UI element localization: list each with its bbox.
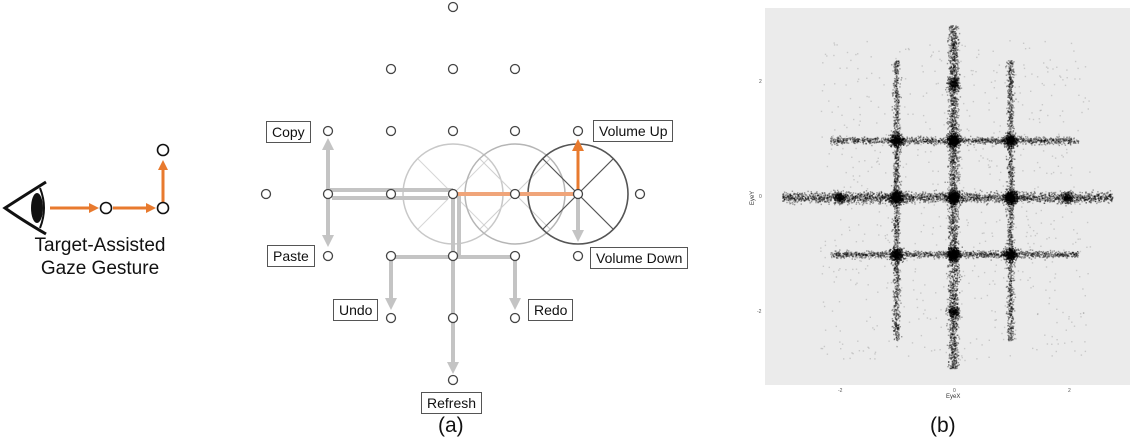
panel-a-diagram <box>260 1 646 386</box>
gesture-caption: Target-Assisted Gaze Gesture <box>0 234 200 280</box>
label-paste: Paste <box>267 245 315 267</box>
y-tick-0: 0 <box>759 194 762 200</box>
label-redo: Redo <box>528 299 574 321</box>
x-tick-neg2: -2 <box>838 388 843 394</box>
eye-icon <box>2 180 47 236</box>
gesture-arrows <box>50 160 168 213</box>
y-axis-title: EyeY <box>750 190 757 206</box>
y-tick-neg2: -2 <box>757 309 762 315</box>
panel-a-label: (a) <box>438 414 464 437</box>
caption-line-1: Target-Assisted <box>34 235 166 256</box>
label-undo: Undo <box>333 299 379 321</box>
label-copy: Copy <box>266 121 311 143</box>
scatter-plot-background <box>765 8 1130 385</box>
label-refresh: Refresh <box>421 392 483 414</box>
label-volume-up: Volume Up <box>593 120 674 142</box>
y-tick-2: 2 <box>759 79 762 85</box>
label-volume-down: Volume Down <box>590 247 689 269</box>
x-tick-0: 0 <box>953 388 956 394</box>
x-axis-title: EyeX <box>946 394 961 400</box>
x-tick-2: 2 <box>1068 388 1071 394</box>
gesture-targets <box>99 143 170 215</box>
scatter-points <box>782 25 1114 370</box>
caption-line-2: Gaze Gesture <box>40 258 160 279</box>
panel-b-label: (b) <box>930 414 956 437</box>
grid-targets <box>260 1 646 386</box>
